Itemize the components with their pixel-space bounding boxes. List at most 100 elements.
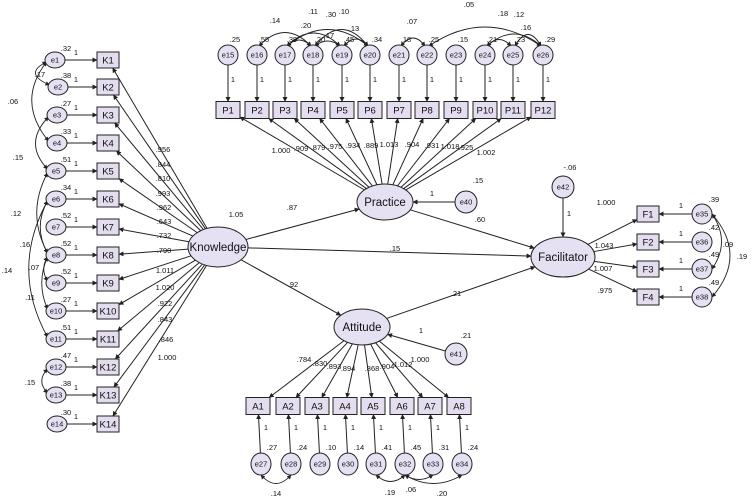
error-path-e28	[286, 414, 292, 454]
latent-ellipse-label-knowledge: Knowledge	[190, 242, 247, 254]
covariance-label-e32-e33: .06	[406, 485, 416, 494]
indicator-box-p7	[386, 101, 412, 119]
disturbance-ellipse-label-e41: e41	[450, 350, 463, 359]
error-ellipse-label-e31: e31	[370, 460, 383, 469]
loading-label-p11: .925	[459, 143, 474, 152]
loading-label-p5: .934	[346, 141, 361, 150]
indicator-box-k5	[96, 162, 120, 180]
covariance-label-e19-e20: .13	[349, 24, 359, 33]
covariance-label-e8-e9: .07	[29, 263, 39, 272]
loading-label-p3: .879	[311, 143, 326, 152]
structural-label-knowledge-facilitator: .15	[390, 244, 400, 253]
covariance-label-e5-e8: .12	[11, 209, 21, 218]
structural-label-knowledge-attitude: .92	[288, 280, 298, 289]
error-variance-e31: .41	[382, 443, 392, 452]
disturbance-weight-e40: 1	[430, 189, 434, 198]
indicator-box-p6	[357, 101, 383, 119]
error-ellipse-e17	[274, 44, 296, 66]
error-ellipse-label-e23: e23	[450, 51, 463, 60]
error-path-e34	[457, 414, 463, 454]
indicator-label-k10: K10	[100, 307, 117, 318]
error-weight-e19: 1	[345, 75, 349, 84]
indicator-label-a4: A4	[339, 402, 351, 413]
loading-label-p6: .889	[364, 141, 379, 150]
error-ellipse-label-e30: e30	[342, 460, 355, 469]
covariance-label-e18-e19: .17	[324, 31, 334, 40]
loading-label-k1: .956	[156, 145, 171, 154]
covariance-e6-e11	[28, 200, 48, 338]
error-ellipse-e13	[45, 386, 67, 404]
indicator-label-p3: P3	[279, 106, 291, 117]
error-weight-e26: 1	[546, 75, 550, 84]
error-ellipse-label-e21: e21	[393, 51, 406, 60]
indicator-box-f1	[636, 205, 660, 223]
loading-path-k4	[116, 150, 202, 232]
indicator-box-k7	[96, 218, 120, 236]
loading-label-k9: 1.011	[156, 266, 174, 275]
error-variance-e8: .52	[61, 239, 71, 248]
error-variance-e7: .52	[61, 211, 71, 220]
loading-label-a8: 1.000	[411, 355, 430, 364]
error-ellipse-e21	[388, 44, 410, 66]
error-path-e31	[371, 414, 377, 454]
error-ellipse-e14	[46, 415, 68, 433]
error-ellipse-e24	[474, 44, 496, 66]
loading-label-k6: .643	[157, 217, 172, 226]
error-ellipse-e10	[45, 302, 67, 320]
indicator-label-k4: K4	[102, 139, 114, 150]
loading-path-p2	[268, 118, 367, 189]
loading-label-p1: 1.000	[272, 146, 291, 155]
error-variance-e3: .27	[61, 99, 71, 108]
loading-path-k7	[118, 227, 190, 243]
covariance-e32-e34	[404, 474, 463, 484]
error-ellipse-label-e12: e12	[50, 363, 63, 372]
structural-path-attitude-facilitator	[386, 265, 536, 319]
error-variance-e23: .15	[458, 35, 468, 44]
loading-path-p7	[387, 118, 400, 185]
error-variance-e12: .47	[61, 351, 71, 360]
indicator-label-p11: P11	[505, 106, 521, 117]
indicator-box-k9	[96, 274, 120, 292]
loading-label-a3: .893	[327, 362, 342, 371]
loading-path-k12	[114, 263, 203, 360]
indicator-box-p5	[329, 101, 355, 119]
loading-path-k13	[113, 264, 206, 388]
structural-label-practice-facilitator: .60	[475, 215, 485, 224]
error-ellipse-e20	[359, 44, 381, 66]
error-ellipse-label-e4: e4	[53, 139, 61, 148]
loading-label-p10: 1.018	[441, 142, 460, 151]
error-variance-e33: .31	[439, 443, 449, 452]
disturbance-path-e41	[387, 333, 446, 352]
error-ellipse-label-e1: e1	[51, 56, 59, 65]
loading-path-k6	[118, 203, 194, 237]
indicator-label-p12: P12	[535, 106, 552, 117]
loading-path-a5	[364, 344, 374, 398]
loading-path-a8	[379, 340, 449, 398]
loading-label-a1: .784	[297, 355, 312, 364]
latent-ellipse-attitude	[333, 308, 391, 346]
error-variance-e21: .18	[401, 35, 411, 44]
error-ellipse-label-e24: e24	[479, 51, 492, 60]
error-ellipse-label-e15: e15	[222, 51, 235, 60]
loading-path-p1	[239, 116, 365, 191]
loading-label-p8: .904	[405, 140, 420, 149]
latent-ellipse-facilitator	[530, 236, 596, 278]
error-weight-e37: 1	[679, 256, 683, 265]
error-ellipse-e1	[44, 51, 66, 69]
error-weight-e27: 1	[264, 423, 268, 432]
error-variance-e28: .24	[297, 443, 307, 452]
error-ellipse-e27	[250, 452, 272, 476]
indicator-box-a3	[304, 397, 330, 415]
indicator-label-p4: P4	[307, 106, 319, 117]
covariance-e31-e32	[375, 474, 406, 482]
disturbance-ellipse-e40	[454, 190, 478, 214]
indicator-box-a1	[245, 397, 271, 415]
loading-label-f1: 1.000	[597, 198, 616, 207]
indicator-box-f4	[636, 288, 660, 306]
error-ellipse-label-e17: e17	[279, 51, 292, 60]
error-weight-e34: 1	[465, 423, 469, 432]
disturbance-variance-e42: -.06	[564, 163, 577, 172]
error-variance-e30: .14	[354, 443, 364, 452]
error-weight-e15: 1	[231, 75, 235, 84]
error-variance-e27: .27	[267, 443, 277, 452]
